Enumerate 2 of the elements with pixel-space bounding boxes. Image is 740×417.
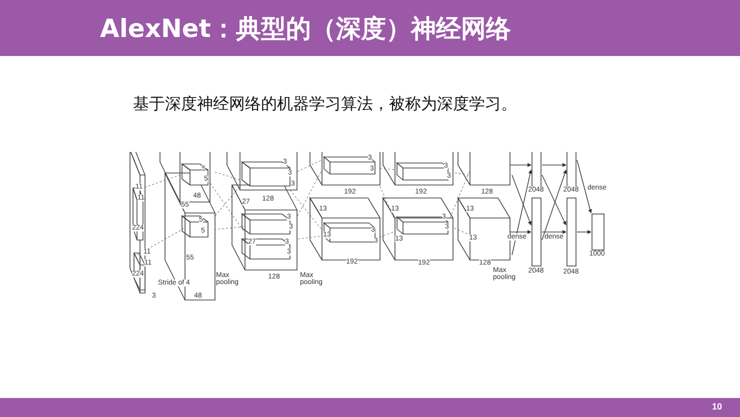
page-number: 10 [712, 402, 722, 412]
slide-title: AlexNet：典型的（深度）神经网络 [100, 13, 511, 45]
